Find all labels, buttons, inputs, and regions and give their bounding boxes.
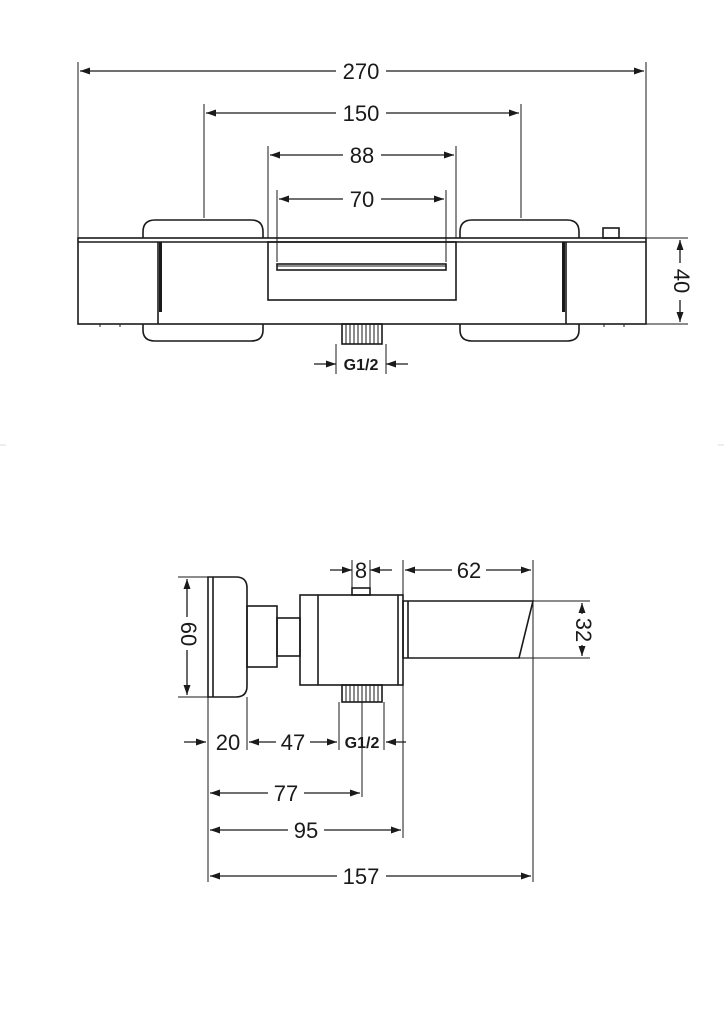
- thread-connector-top: [341, 323, 383, 345]
- dimension-40: 40: [669, 240, 694, 322]
- right-handle-bottom: [459, 324, 580, 342]
- dim-label-40: 40: [669, 269, 694, 293]
- dimension-88: 88: [270, 143, 454, 168]
- dim-label-270: 270: [343, 59, 380, 84]
- dim-label-150: 150: [343, 101, 380, 126]
- dim-label-77: 77: [274, 781, 298, 806]
- dimension-157: 157: [210, 864, 531, 889]
- left-handle-top: [142, 219, 264, 238]
- dimension-47: 47: [249, 730, 337, 755]
- dim-label-20: 20: [216, 730, 240, 755]
- spout-block: [267, 241, 457, 301]
- top-view: 270 150 88 70: [77, 59, 694, 374]
- side-view: 8 62 60 32 20 47: [176, 558, 596, 889]
- dim-label-70: 70: [350, 187, 374, 212]
- button-knob: [602, 227, 620, 239]
- dimension-20: 20: [184, 730, 240, 755]
- dim-label-g12-top: G1/2: [344, 357, 379, 374]
- stem: [276, 617, 301, 657]
- dimension-150: 150: [206, 101, 519, 126]
- dimension-8: 8: [330, 558, 392, 583]
- side-spout: [402, 600, 535, 659]
- dimension-32: 32: [571, 603, 596, 656]
- side-body: [299, 594, 404, 686]
- right-handle-top: [459, 219, 580, 238]
- thread-connector-side: [341, 684, 383, 703]
- dim-label-62: 62: [457, 558, 481, 583]
- dimension-62: 62: [405, 558, 531, 583]
- dimension-thread-side: G1/2: [345, 735, 406, 752]
- dim-label-8: 8: [355, 558, 367, 583]
- wall-connector: [246, 605, 278, 668]
- dim-label-g12-side: G1/2: [345, 735, 380, 752]
- dimension-thread-top: G1/2: [314, 357, 408, 374]
- dim-label-47: 47: [281, 730, 305, 755]
- main-body: [77, 237, 647, 325]
- dim-label-95: 95: [294, 818, 318, 843]
- dimension-60: 60: [176, 579, 201, 695]
- spout-outlet: [276, 263, 447, 271]
- dimension-77: 77: [210, 781, 360, 806]
- dim-label-157: 157: [343, 864, 380, 889]
- dimension-70: 70: [279, 187, 444, 212]
- dim-label-88: 88: [350, 143, 374, 168]
- dimension-270: 270: [80, 59, 644, 84]
- side-knob: [351, 587, 371, 596]
- left-handle-bottom: [142, 324, 264, 342]
- wall-plate: [207, 576, 248, 698]
- dim-label-32: 32: [571, 618, 596, 642]
- dimension-95: 95: [210, 818, 401, 843]
- dim-label-60: 60: [176, 622, 201, 646]
